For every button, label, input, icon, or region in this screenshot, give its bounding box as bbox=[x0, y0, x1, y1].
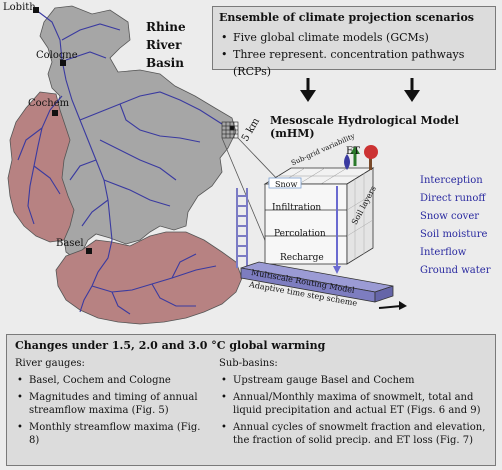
arrow-down-icon bbox=[404, 78, 420, 102]
cochem-marker bbox=[52, 110, 58, 116]
process-ground-water: Ground water bbox=[420, 265, 491, 276]
zoom-line-top bbox=[237, 137, 280, 183]
cologne-marker bbox=[60, 60, 66, 66]
lobith-label: Lobith bbox=[3, 2, 36, 13]
layer-infiltration: Infiltration bbox=[272, 203, 322, 213]
cube-front bbox=[264, 183, 348, 265]
process-snow-cover: Snow cover bbox=[420, 211, 480, 222]
river-gauges-item: Magnitudes and timing of annual streamfl… bbox=[15, 391, 211, 417]
ensemble-item: Three represent. concentration pathways … bbox=[219, 46, 495, 80]
et-label: ET bbox=[346, 146, 360, 157]
process-soil-moisture: Soil moisture bbox=[420, 229, 488, 240]
river-gauges-heading: River gauges: bbox=[15, 358, 85, 369]
moselle-sub-basin bbox=[7, 91, 75, 243]
snow-label: Snow bbox=[275, 180, 298, 189]
sub-basins-item: Upstream gauge Basel and Cochem bbox=[219, 374, 491, 387]
process-interflow: Interflow bbox=[420, 247, 467, 258]
rain-drop-icon bbox=[344, 154, 350, 170]
basin-title-line1: Rhine bbox=[146, 20, 186, 34]
changes-box: Changes under 1.5, 2.0 and 3.0 °C global… bbox=[6, 334, 496, 466]
sub-basins-column: Sub-basins: Upstream gauge Basel and Coc… bbox=[219, 357, 491, 447]
process-direct-runoff: Direct runoff bbox=[420, 193, 486, 204]
ensemble-item: Five global climate models (GCMs) bbox=[219, 29, 495, 46]
cochem-label: Cochem bbox=[28, 98, 70, 109]
basin-title-line3: Basin bbox=[146, 56, 184, 70]
snow-slab bbox=[268, 177, 302, 189]
upper-rhine-sub-basin bbox=[55, 231, 243, 325]
layer-recharge: Recharge bbox=[280, 253, 324, 263]
river-gauges-item: Basel, Cochem and Cologne bbox=[15, 374, 211, 387]
grid-cell-marker bbox=[221, 121, 239, 139]
river-network bbox=[17, 9, 223, 315]
basel-marker bbox=[86, 248, 92, 254]
sub-basins-item: Annual/Monthly maxima of snowmelt, total… bbox=[219, 391, 491, 417]
sub-basins-item: Annual cycles of snowmelt fraction and e… bbox=[219, 421, 491, 447]
river-gauges-column: River gauges: Basel, Cochem and Cologne … bbox=[15, 357, 211, 447]
down-arrows bbox=[300, 78, 420, 102]
changes-title: Changes under 1.5, 2.0 and 3.0 °C global… bbox=[15, 339, 326, 352]
ensemble-box: Ensemble of climate projection scenarios… bbox=[212, 6, 496, 78]
process-interception: Interception bbox=[420, 175, 483, 186]
arrow-down-icon bbox=[300, 78, 316, 102]
process-list: Interception Direct runoff Snow cover So… bbox=[420, 172, 491, 280]
sub-basins-heading: Sub-basins: bbox=[219, 358, 278, 369]
flow-arrows bbox=[333, 186, 341, 274]
outflow-arrow-icon bbox=[378, 301, 407, 310]
routing-ladder bbox=[236, 188, 248, 268]
ensemble-list: Five global climate models (GCMs) Three … bbox=[219, 29, 495, 80]
lobith-marker bbox=[33, 7, 39, 13]
cube-side bbox=[346, 167, 374, 265]
model-title: Mesoscale Hydrological Model (mHM) bbox=[270, 114, 459, 140]
ensemble-title: Ensemble of climate projection scenarios bbox=[219, 11, 474, 24]
basel-label: Basel bbox=[56, 238, 84, 249]
layer-percolation: Percolation bbox=[274, 229, 326, 239]
basin-title-line2: River bbox=[146, 38, 182, 52]
cologne-label: Cologne bbox=[36, 50, 78, 61]
river-gauges-item: Monthly streamflow maxima (Fig. 8) bbox=[15, 421, 211, 447]
rhine-basin-map bbox=[7, 5, 280, 325]
tree-icon bbox=[364, 145, 378, 170]
mhm-diagram bbox=[236, 145, 407, 310]
basin-title: Rhine River Basin bbox=[146, 18, 186, 72]
